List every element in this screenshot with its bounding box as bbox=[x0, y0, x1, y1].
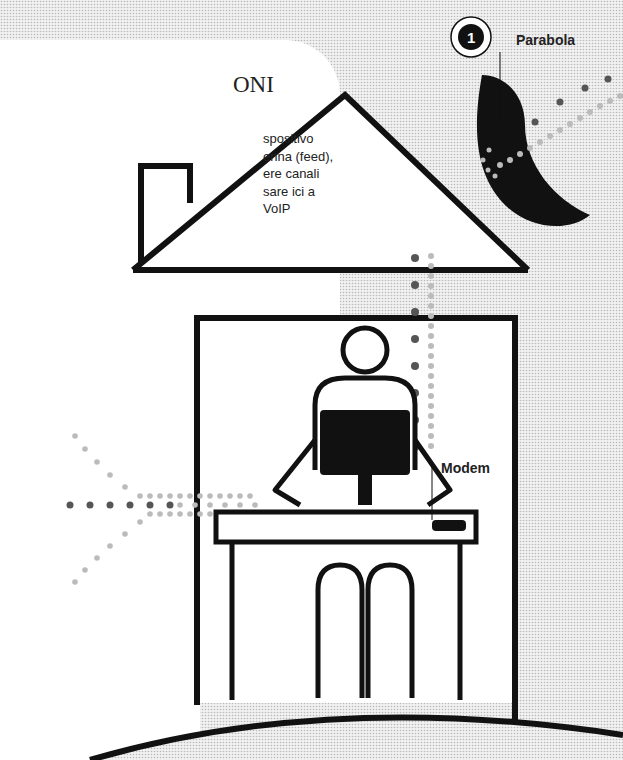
person-head bbox=[343, 328, 387, 372]
roof-fill bbox=[133, 95, 528, 270]
leader-line bbox=[500, 52, 501, 120]
ground-line bbox=[90, 717, 623, 760]
person-arms bbox=[275, 440, 450, 505]
ground bbox=[90, 717, 623, 760]
part-label: Modem bbox=[441, 461, 490, 475]
house-walls bbox=[197, 318, 515, 720]
callout-ring bbox=[451, 17, 491, 57]
text-panel: ONI spositivo enna (feed), ere canali sar… bbox=[150, 60, 340, 260]
return-dots bbox=[481, 93, 623, 179]
roof-base bbox=[133, 267, 528, 273]
desk-top bbox=[216, 512, 476, 542]
desk-leg bbox=[230, 542, 235, 700]
dish bbox=[477, 75, 590, 226]
callout-disc bbox=[458, 24, 484, 50]
part-label: Parabola bbox=[516, 33, 575, 47]
monitor-stand bbox=[358, 475, 372, 505]
panel-body: spositivo enna (feed), ere canali sare i… bbox=[263, 130, 335, 218]
modem bbox=[432, 520, 466, 531]
monitor bbox=[320, 410, 410, 475]
roof-outline bbox=[133, 95, 528, 270]
house-fill bbox=[196, 318, 516, 703]
dish-edge bbox=[490, 90, 585, 212]
desk-leg bbox=[458, 542, 463, 700]
text-panel bbox=[0, 300, 200, 760]
leader-line bbox=[432, 465, 433, 520]
cable-dots-light bbox=[428, 253, 434, 449]
panel-heading: ONI bbox=[233, 72, 323, 98]
chimney bbox=[141, 166, 190, 262]
callout-number: 1 bbox=[467, 30, 475, 45]
signal-dots bbox=[532, 76, 612, 126]
chair-leg bbox=[368, 565, 412, 698]
chair-leg bbox=[318, 565, 362, 698]
wifi-dots bbox=[67, 502, 174, 509]
